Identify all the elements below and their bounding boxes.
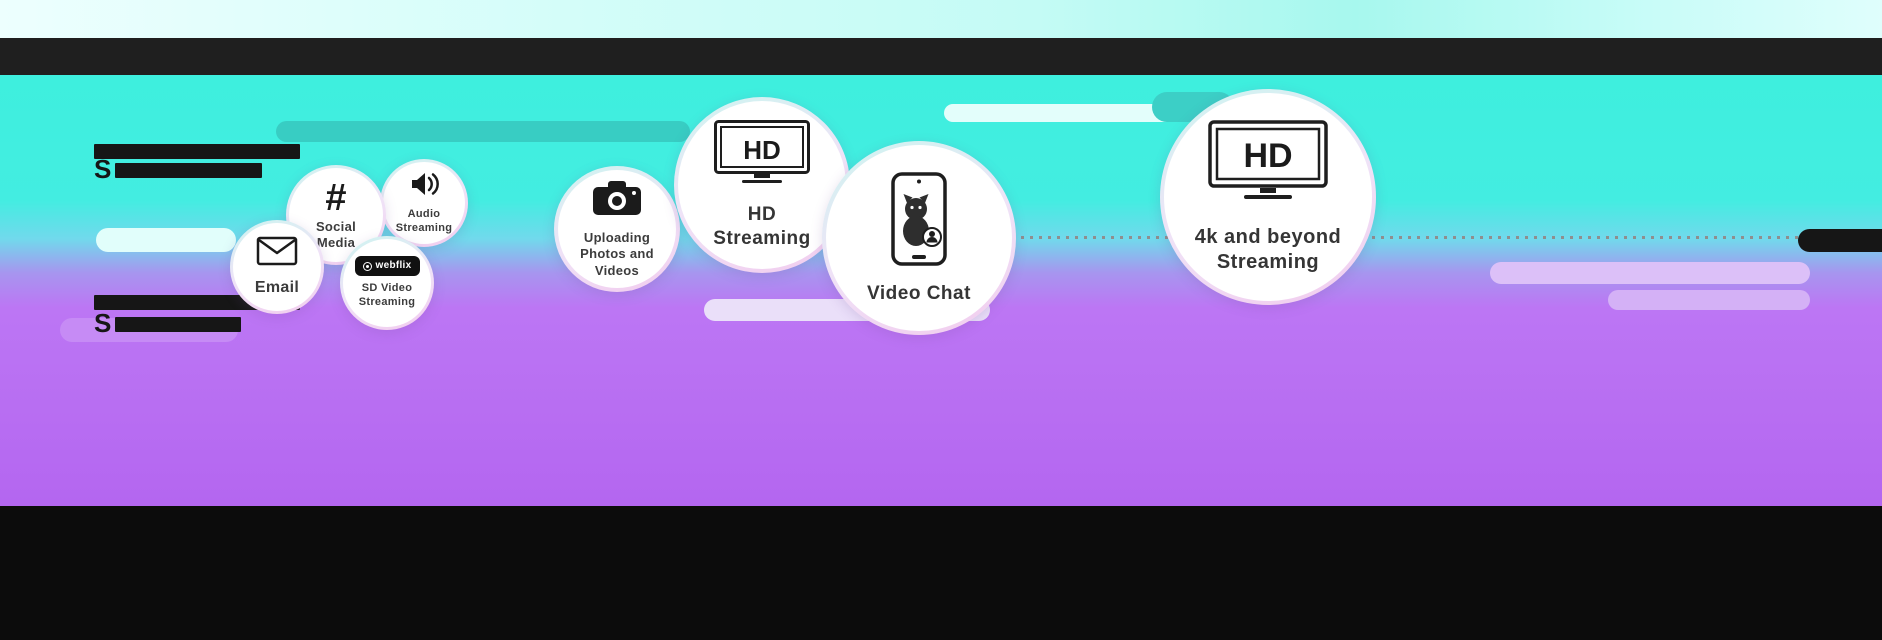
video-chat-phone-icon (890, 171, 948, 272)
bubble-label: HD Streaming (713, 203, 811, 249)
bubble-4k-streaming: HD 4k and beyond Streaming (1160, 89, 1376, 305)
redacted-text-bar (94, 144, 300, 159)
bubble-label: Uploading Photos and Videos (580, 230, 654, 278)
dotted-connector-line (958, 236, 1798, 239)
webflix-logo-text: webflix (375, 260, 412, 272)
title-band (0, 38, 1882, 75)
hashtag-icon: # (325, 176, 347, 219)
envelope-icon (256, 236, 298, 271)
bottom-band (0, 506, 1882, 640)
bubble-uploading-photos-videos: Uploading Photos and Videos (554, 166, 680, 292)
bubble-label: Video Chat (867, 282, 971, 304)
note-letter: S (94, 154, 112, 184)
bubble-sd-video-streaming: webflix SD Video Streaming (340, 236, 434, 330)
redacted-text-bar (115, 317, 241, 332)
right-edge-bar (1798, 229, 1882, 252)
bubble-label: 4k and beyond Streaming (1194, 225, 1342, 273)
bubble-email: Email (230, 220, 324, 314)
svg-text:HD: HD (743, 135, 781, 165)
hd-tv-icon: HD (714, 119, 810, 195)
top-strip (0, 0, 1882, 38)
camera-icon (592, 179, 642, 222)
speaker-icon (409, 170, 439, 203)
speed-pill (96, 228, 236, 252)
bubble-hd-streaming: HD HD Streaming (674, 97, 850, 273)
webflix-ring-icon (362, 261, 372, 271)
bubble-audio-streaming: Audio Streaming (380, 159, 468, 247)
bubble-label: Email (254, 279, 300, 296)
speed-pill (276, 121, 690, 142)
speed-pill (1490, 262, 1810, 284)
redacted-text-bar (115, 163, 262, 178)
bubble-label: SD Video Streaming (358, 282, 416, 308)
note-letter: S (94, 308, 112, 338)
bubble-video-chat: Video Chat (822, 141, 1016, 335)
svg-text:HD: HD (1243, 137, 1292, 175)
hd-tv-icon: HD (1208, 119, 1328, 213)
speed-pill (944, 104, 1214, 122)
bubble-label: Audio Streaming (395, 208, 453, 234)
speed-pill (1608, 290, 1810, 310)
bubble-label: Social Media (315, 218, 357, 250)
webflix-logo: webflix (354, 256, 420, 277)
